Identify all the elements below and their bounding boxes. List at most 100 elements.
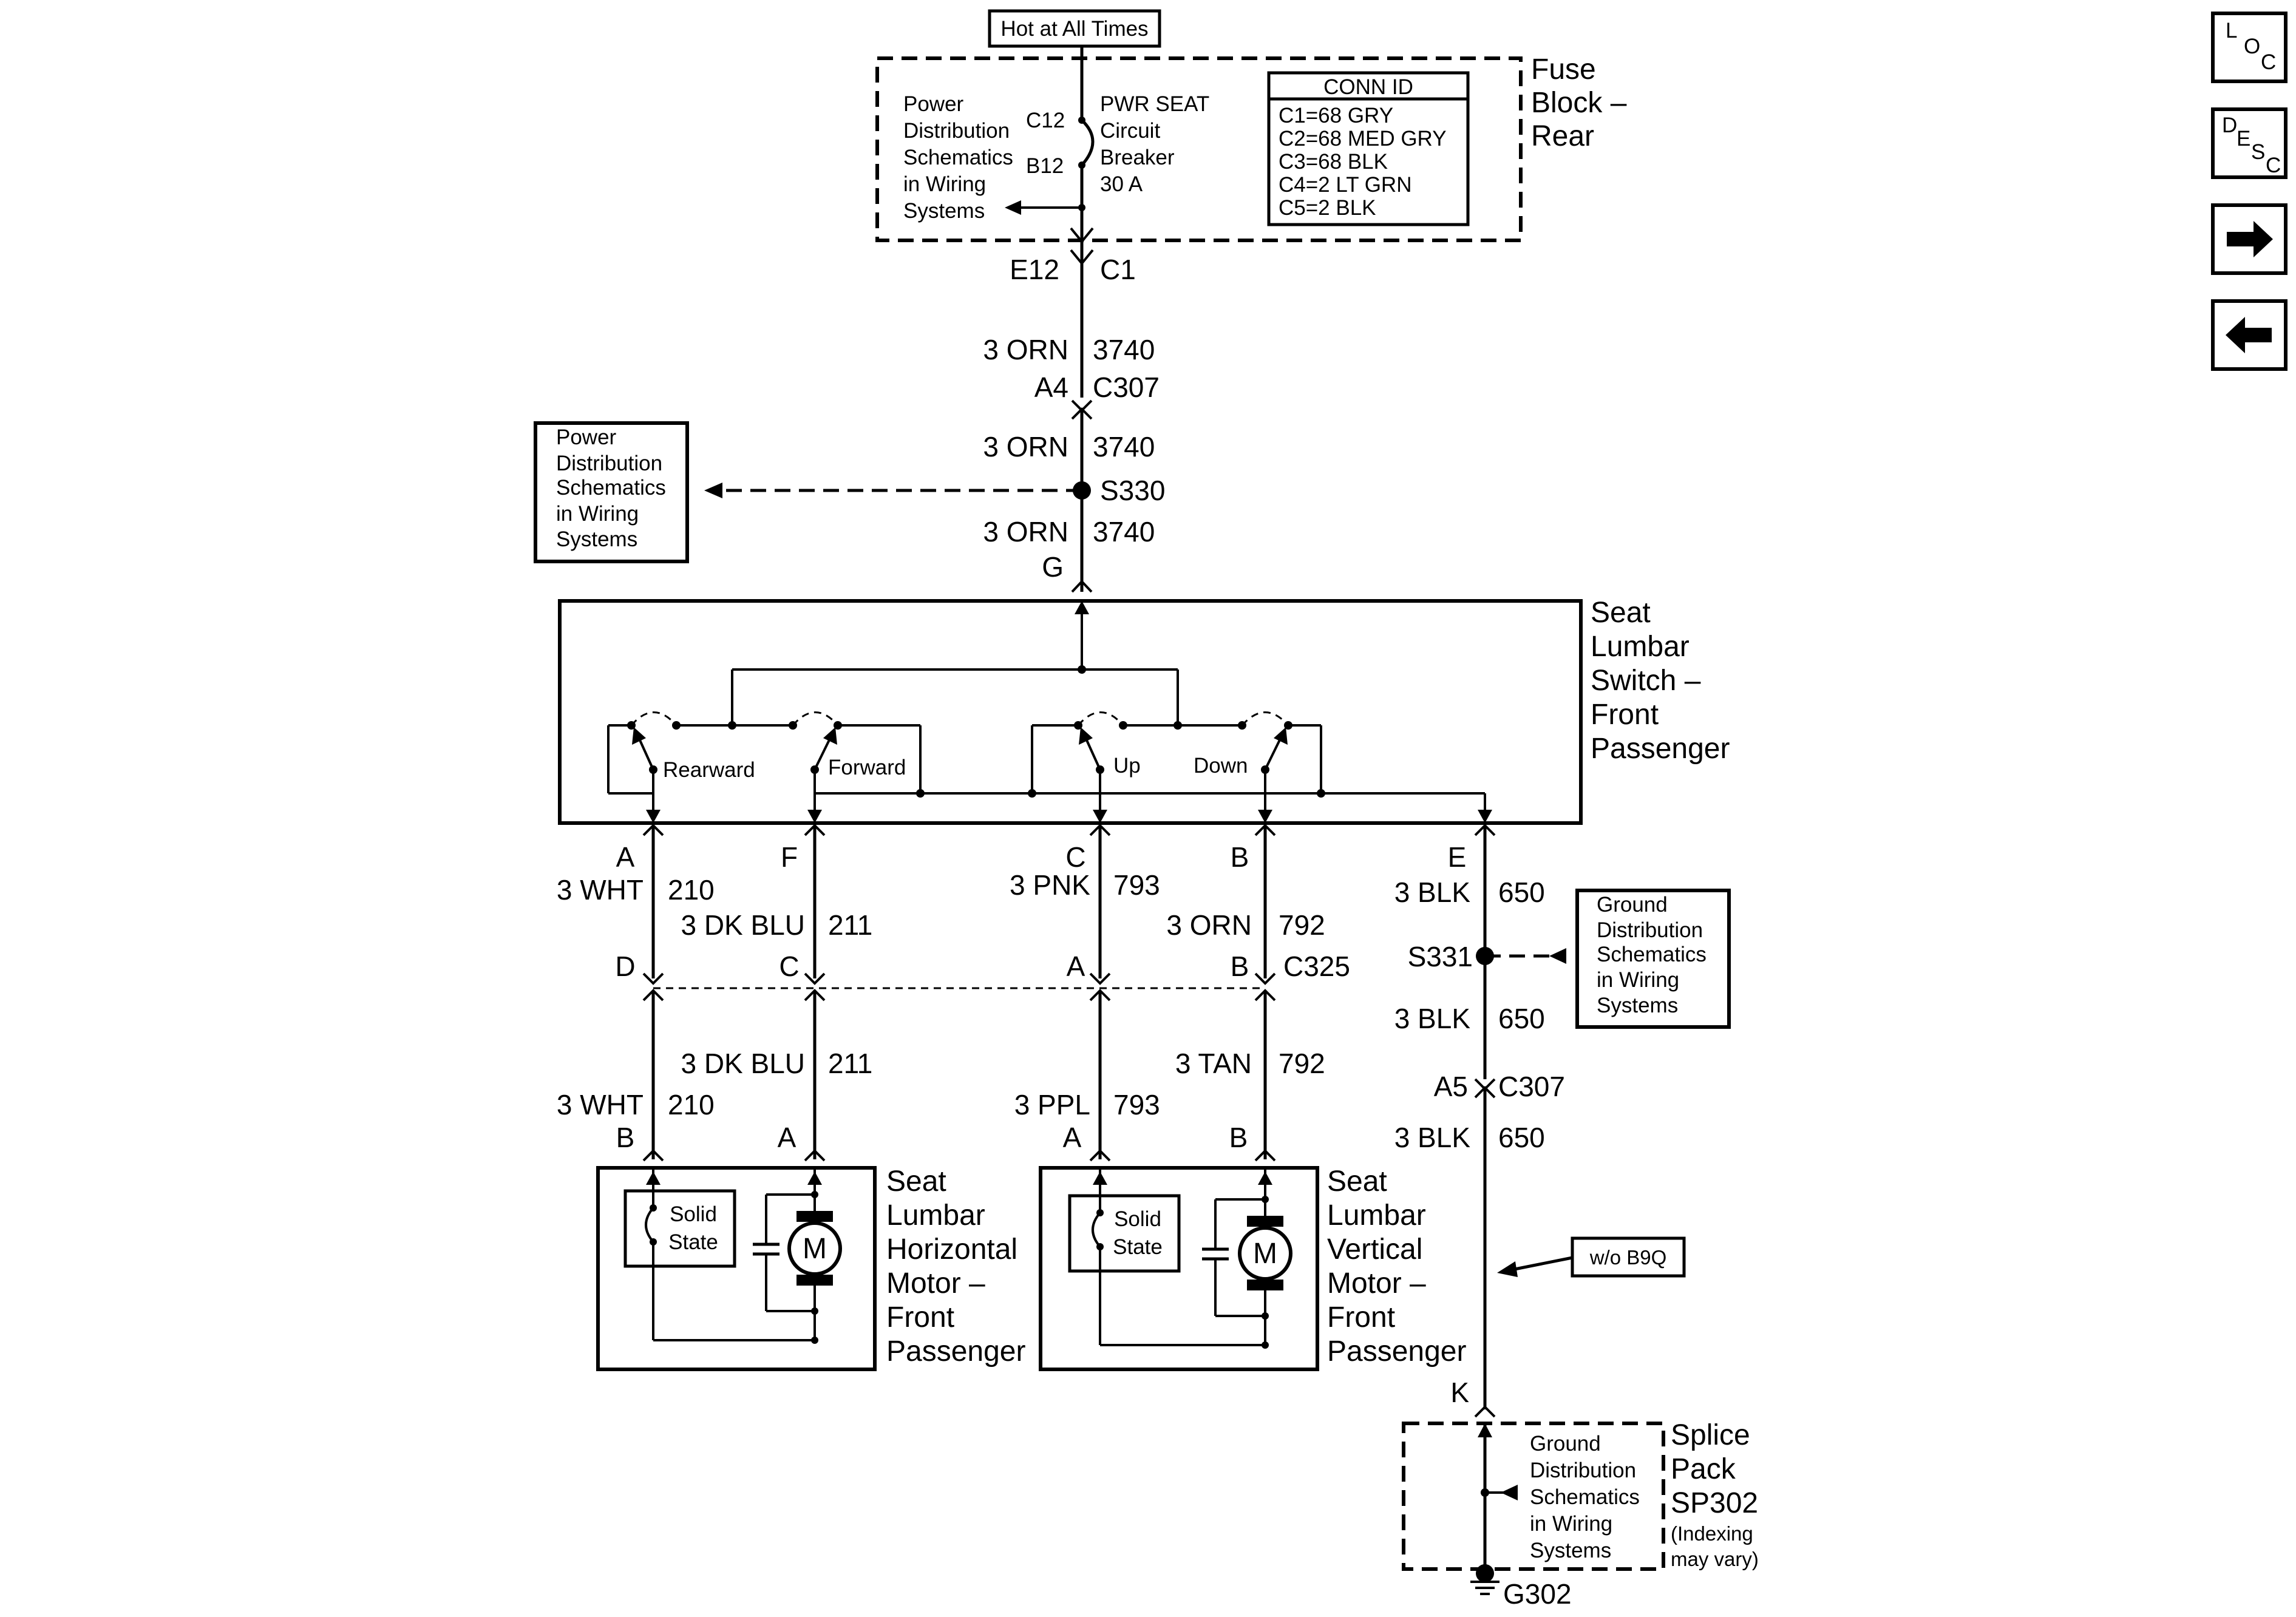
wire-211-upper-size: 3 DK BLU	[681, 909, 805, 941]
v-motor-title-6: Passenger	[1327, 1335, 1466, 1368]
c325-pin-d: D	[615, 951, 635, 982]
pd-ref-line: Systems	[556, 527, 637, 551]
conn-id-row: C3=68 BLK	[1279, 150, 1388, 174]
breaker-label-3: Breaker	[1100, 146, 1175, 169]
wire-210-upper-size: 3 WHT	[557, 874, 644, 906]
fuse-pd-ref-4: in Wiring	[903, 172, 986, 196]
fuse-block-rear: Fuse Block – Rear Power Distribution Sch…	[875, 46, 1627, 242]
ground-g302-label: G302	[1503, 1578, 1572, 1610]
fuse-block-title-3: Rear	[1531, 120, 1594, 152]
sp-note-1: (Indexing	[1671, 1522, 1753, 1545]
arrow-right-icon	[2227, 221, 2273, 257]
v-motor-pin-b: B	[1229, 1122, 1248, 1153]
splice-pack-sp302: Ground Distribution Schematics in Wiring…	[1402, 1419, 1759, 1572]
wire-792-upper-circuit: 792	[1279, 909, 1325, 941]
feed-wire3-size: 3 ORN	[983, 516, 1068, 547]
conn-id-title: CONN ID	[1323, 75, 1413, 99]
fuse-pd-ref-3: Schematics	[903, 146, 1013, 169]
desc-letter: C	[2266, 154, 2281, 177]
fuse-pd-ref-5: Systems	[903, 199, 985, 223]
v-motor-title-5: Front	[1327, 1301, 1395, 1334]
pin-e12-label: E12	[1010, 254, 1059, 285]
c325-label: C325	[1283, 951, 1350, 982]
breaker-label-4: 30 A	[1100, 172, 1143, 196]
v-motor-title-3: Vertical	[1327, 1233, 1422, 1266]
v-motor-title-1: Seat	[1327, 1165, 1387, 1198]
back-button[interactable]	[2211, 299, 2288, 371]
h-motor-title-6: Passenger	[886, 1335, 1025, 1368]
switch-pin-a: A	[616, 841, 635, 873]
wire-650-lower-size: 3 BLK	[1394, 1122, 1471, 1153]
forward-button[interactable]	[2211, 203, 2288, 275]
fuse-pd-ref-1: Power	[903, 92, 964, 116]
feed-wire2-size: 3 ORN	[983, 431, 1068, 463]
h-motor-pin-b: B	[616, 1122, 635, 1153]
c307-ground-label: C307	[1498, 1071, 1565, 1102]
pd-ref-line: Power	[556, 425, 617, 449]
rearward-label: Rearward	[663, 758, 755, 782]
c325-pin-c: C	[779, 951, 799, 982]
switch-pin-g: G	[1042, 551, 1064, 583]
pin-c12-label: C12	[1026, 109, 1065, 132]
down-label: Down	[1194, 754, 1248, 778]
power-distribution-ref-box[interactable]: Power Distribution Schematics in Wiring …	[534, 421, 689, 563]
splice-s331-label: S331	[1408, 941, 1473, 972]
h-motor-title-3: Horizontal	[886, 1233, 1017, 1266]
v-solid-state-2: State	[1113, 1235, 1163, 1259]
wire-211-upper-circuit: 211	[828, 909, 872, 941]
wire-650-lower-circuit: 650	[1498, 1122, 1545, 1153]
wire-793-lower-size: 3 PPL	[1014, 1089, 1090, 1120]
desc-letter: E	[2237, 127, 2250, 151]
switch-pin-e: E	[1448, 841, 1467, 873]
gd-ref-line: Distribution	[1597, 918, 1703, 942]
h-solid-state-2: State	[668, 1230, 718, 1254]
conn-id-row: C5=2 BLK	[1279, 196, 1376, 220]
switch-title-4: Front	[1591, 699, 1659, 731]
conn-id-row: C2=68 MED GRY	[1279, 127, 1447, 151]
v-motor-symbol: M	[1253, 1238, 1277, 1270]
wire-793-lower-circuit: 793	[1113, 1089, 1160, 1120]
conn-id-table: CONN ID C1=68 GRY C2=68 MED GRY C3=68 BL…	[1267, 71, 1470, 226]
loc-button[interactable]: L O C	[2211, 12, 2288, 83]
h-motor-title-5: Front	[886, 1301, 954, 1334]
wire-210-upper-circuit: 210	[668, 874, 715, 906]
sp-title-2: Pack	[1671, 1453, 1736, 1485]
wire-792-lower-size: 3 TAN	[1175, 1048, 1252, 1079]
arrow-left-icon	[704, 483, 722, 498]
seat-lumbar-horizontal-motor: Solid State M Seat Lumbar Horizontal Mot…	[596, 1165, 1025, 1371]
switch-title-5: Passenger	[1591, 733, 1730, 765]
ground-distribution-ref-box[interactable]: Ground Distribution Schematics in Wiring…	[1575, 889, 1731, 1029]
option-note-box: w/o B9Q	[1571, 1236, 1686, 1278]
loc-letter: L	[2226, 19, 2237, 42]
option-note-label: w/o B9Q	[1589, 1246, 1667, 1269]
sp-title-3: SP302	[1671, 1487, 1758, 1519]
sp-ref-line: Ground	[1530, 1432, 1601, 1456]
wire-650-mid-size: 3 BLK	[1394, 1003, 1471, 1034]
seat-lumbar-switch: Seat Lumbar Switch – Front Passenger Rea…	[558, 597, 1730, 825]
motor-icon	[1238, 1226, 1292, 1281]
motor-icon	[787, 1221, 842, 1276]
feed-wire2-circuit: 3740	[1093, 431, 1155, 463]
sp-ref-line: Systems	[1530, 1539, 1611, 1562]
arrow-left-icon	[1005, 200, 1021, 215]
fuse-block-title-1: Fuse	[1531, 53, 1596, 86]
v-motor-title-2: Lumbar	[1327, 1199, 1426, 1232]
loc-letter: C	[2261, 50, 2276, 74]
pd-ref-line: Distribution	[556, 452, 662, 475]
desc-letter: S	[2251, 140, 2265, 164]
switch-pin-c: C	[1065, 841, 1085, 873]
up-label: Up	[1113, 754, 1141, 778]
desc-letter: D	[2222, 114, 2237, 137]
splice-pack-pin-k: K	[1450, 1377, 1469, 1408]
pd-ref-line: in Wiring	[556, 502, 639, 526]
switch-pin-b: B	[1231, 841, 1249, 873]
h-solid-state-1: Solid	[670, 1202, 717, 1226]
feed-wire3-circuit: 3740	[1093, 516, 1155, 547]
conn-id-row: C4=2 LT GRN	[1279, 173, 1412, 197]
h-motor-title-2: Lumbar	[886, 1199, 985, 1232]
desc-button[interactable]: D E S C	[2211, 107, 2288, 179]
c307-pin-a5: A5	[1434, 1071, 1468, 1102]
gd-ref-line: Ground	[1597, 893, 1668, 917]
h-motor-symbol: M	[803, 1233, 827, 1265]
